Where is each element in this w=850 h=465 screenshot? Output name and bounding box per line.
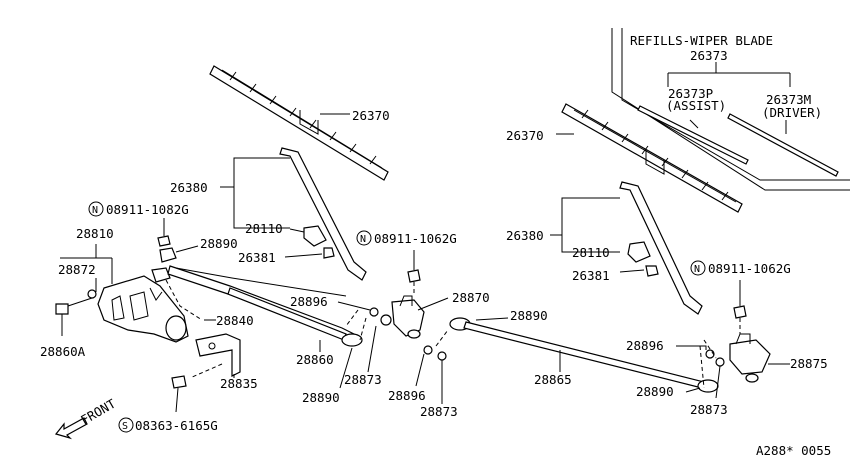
left-bush-top-label: 28890 [200, 236, 238, 251]
right-pivot-label: 28875 [790, 356, 828, 371]
refills-code: 26373 [690, 48, 728, 63]
left-pivot-nut [407, 269, 421, 283]
bracket-label: 28835 [220, 376, 258, 391]
right-bush-label: 28873 [690, 402, 728, 417]
left-wiper-arm [279, 147, 367, 281]
left-washer-b-label: 28896 [388, 388, 426, 403]
right-bush [715, 357, 725, 367]
diagram-code: A288* 0055 [756, 443, 831, 458]
right-arm-label: 26380 [506, 228, 544, 243]
front-arrow-icon [54, 417, 88, 440]
left-nut-label: 08911-1082G [106, 202, 189, 217]
motor-asm-label: 28810 [76, 226, 114, 241]
left-pivot-nut-prefix: N [360, 234, 366, 245]
right-link-rod [449, 317, 719, 393]
motor-bolt [55, 303, 69, 336]
left-bush-a-label: 28873 [344, 372, 382, 387]
right-bush-top-label: 28890 [510, 308, 548, 323]
bracket-screw [171, 375, 187, 413]
right-cap-label: 28110 [572, 245, 610, 260]
right-pivot-nut [733, 305, 747, 319]
refill-driver-label: (DRIVER) [762, 105, 822, 120]
left-arm-cap [303, 225, 327, 247]
left-washer-a-label: 28896 [290, 294, 328, 309]
left-nut-callout: N 08911-1082G [88, 201, 189, 217]
right-wiper-arm [619, 181, 703, 315]
refills-title: REFILLS-WIPER BLADE [630, 33, 773, 48]
right-washer-label: 28896 [626, 338, 664, 353]
right-arm-cap [627, 241, 651, 263]
right-pivot-nut-callout: N 08911-1062G [690, 260, 791, 276]
right-link-rod-label: 28865 [534, 372, 572, 387]
right-pivot-nut-prefix: N [694, 264, 700, 275]
left-bush-top [159, 247, 177, 263]
left-wiper-blade [209, 65, 389, 181]
left-bush-b-label: 28873 [420, 404, 458, 419]
refills-box: REFILLS-WIPER BLADE 26373 26373P (ASSIST… [611, 28, 850, 191]
left-blade-label: 26370 [352, 108, 390, 123]
left-clip [151, 267, 171, 283]
right-nut-cap [645, 265, 659, 277]
left-nut-prefix: N [92, 205, 98, 216]
left-pivot [391, 295, 425, 339]
left-pivot-nut-callout: N 08911-1062G [356, 230, 457, 246]
motor-bolt-label: 28860A [40, 344, 86, 359]
left-pivot-nut-label: 08911-1062G [374, 231, 457, 246]
left-nut-cap-label: 26381 [238, 250, 276, 265]
refill-driver-code: 26373M [766, 92, 811, 107]
left-pivot-label: 28870 [452, 290, 490, 305]
screw-prefix: S [122, 421, 128, 432]
left-link-rod [227, 287, 363, 347]
motor-part-label: 28872 [58, 262, 96, 277]
right-pivot [729, 333, 771, 383]
right-blade-label: 26370 [506, 128, 544, 143]
left-nut-cap [323, 247, 335, 259]
left-link-rod-label: 28860 [296, 352, 334, 367]
left-bush-bottom-label: 28890 [302, 390, 340, 405]
left-nut [157, 235, 171, 247]
right-pivot-nut-label: 08911-1062G [708, 261, 791, 276]
left-arm-label: 26380 [170, 180, 208, 195]
left-bush-a [380, 314, 392, 326]
left-washer-b [423, 345, 433, 355]
right-bush-bottom-label: 28890 [636, 384, 674, 399]
refill-assist-label: (ASSIST) [666, 98, 726, 113]
motor-bracket [195, 333, 241, 377]
left-washer-a [369, 307, 379, 317]
refill-assist-strip [637, 105, 749, 165]
screw-label: 08363-6165G [135, 418, 218, 433]
left-link-label: 28840 [216, 313, 254, 328]
screw-callout: S 08363-6165G [118, 417, 218, 433]
refill-assist-code: 26373P [668, 86, 713, 101]
wiper-motor [97, 275, 189, 343]
left-bush-b [437, 351, 447, 361]
motor-washer [87, 289, 97, 299]
front-label: FRONT [78, 396, 118, 428]
right-wiper-blade [561, 103, 743, 213]
right-nut-cap-label: 26381 [572, 268, 610, 283]
left-cap-label: 28110 [245, 221, 283, 236]
refill-driver-strip [727, 113, 839, 177]
